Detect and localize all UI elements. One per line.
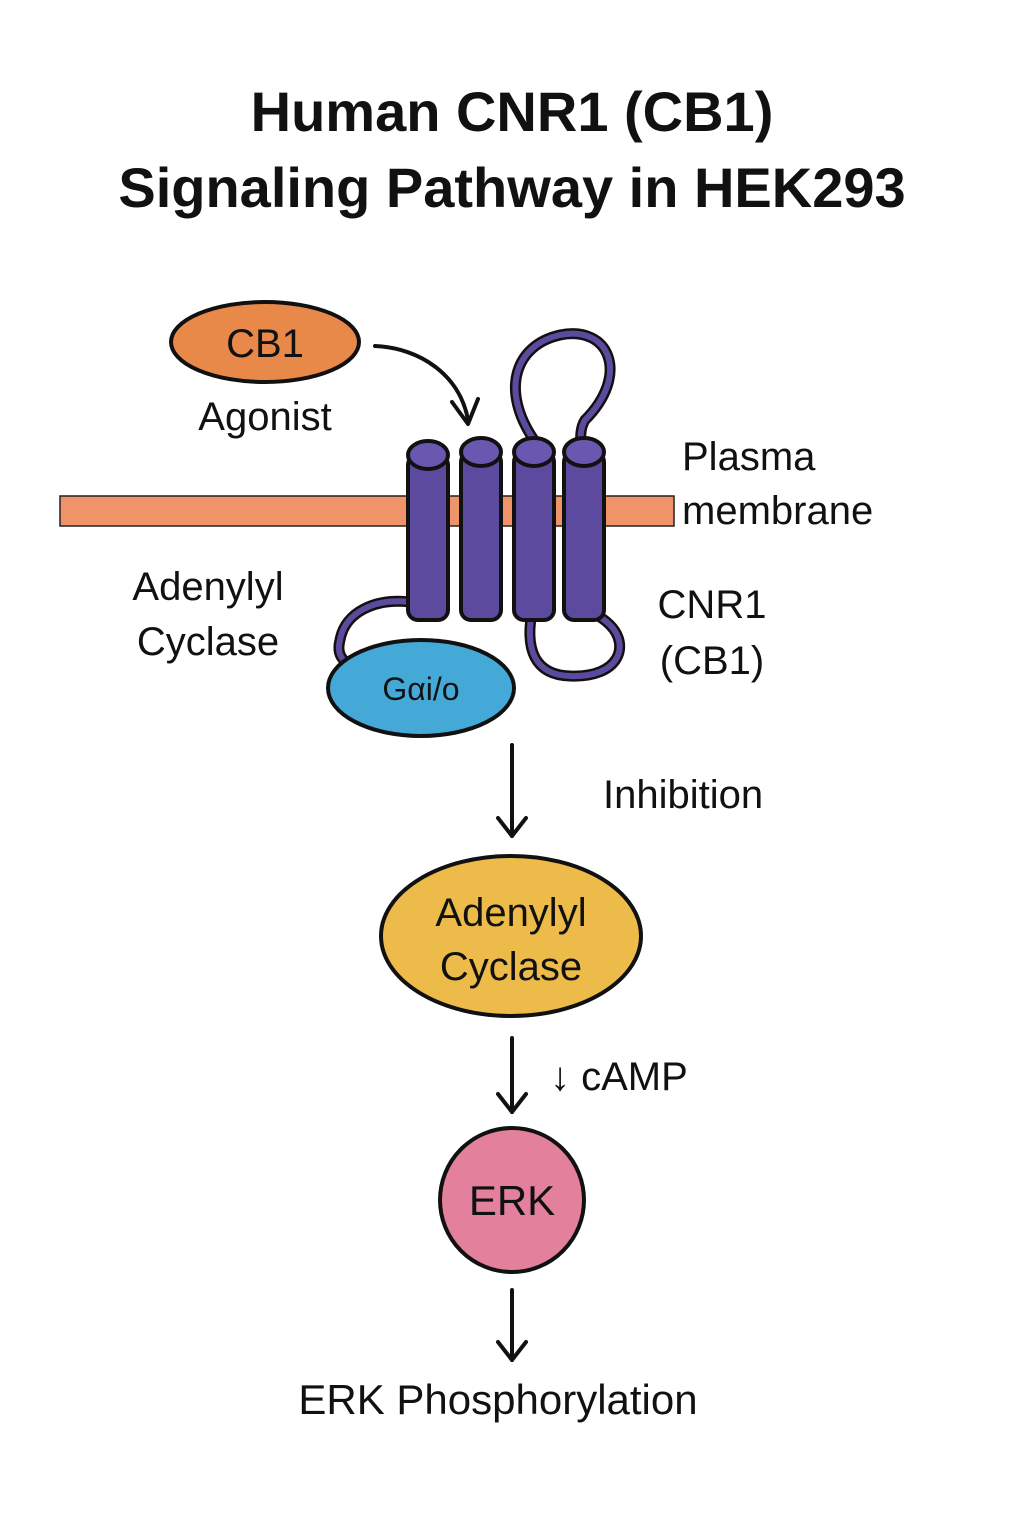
agonist-binding-arrow [373,344,480,426]
inhibition-label: Inhibition [603,773,763,817]
adenylyl-cyclase-line-2: Cyclase [440,945,582,989]
helix-2 [459,436,503,622]
diagram-title-line-2: Signaling Pathway in HEK293 [118,156,906,219]
receptor-label-line-2: (CB1) [660,639,764,683]
g-protein-text: Gαi/o [382,671,459,707]
membrane-label-line-1: Plasma [682,435,816,479]
camp-arrow [496,1036,528,1114]
agonist-node-text: CB1 [226,322,304,366]
receptor-helices [406,436,606,622]
output-label: ERK Phosphorylation [298,1376,697,1423]
side-label-line-1: Adenylyl [132,565,283,609]
helix-4 [562,436,606,622]
agonist-label: Agonist [198,395,331,439]
inhibition-arrow [496,743,528,838]
membrane-label-line-2: membrane [682,489,873,533]
side-label-line-2: Cyclase [137,620,279,664]
helix-1 [406,439,450,622]
adenylyl-cyclase-line-1: Adenylyl [435,891,586,935]
g-protein-node: Gαi/o [326,638,516,738]
receptor-label-line-1: CNR1 [658,583,767,627]
erk-node: ERK [438,1126,586,1274]
helix-3 [512,436,556,622]
adenylyl-cyclase-node: Adenylyl Cyclase [379,854,643,1018]
agonist-node: CB1 [169,300,361,384]
erk-text: ERK [469,1177,555,1224]
camp-label: ↓ cAMP [550,1055,688,1099]
diagram-title-line-1: Human CNR1 (CB1) [250,80,774,143]
phosphorylation-arrow [496,1288,528,1362]
